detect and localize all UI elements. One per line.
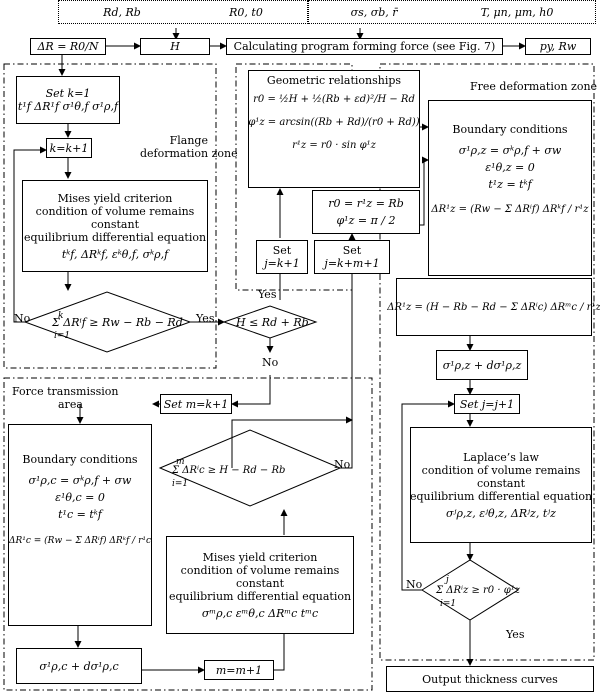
input-params-right: σs, σb, r̄ T, μn, μm, h0 [308,0,596,24]
force-no-label: No [334,458,351,471]
flange-yes-label: Yes [196,312,215,325]
force-cond-top: m [176,457,185,467]
m-increment-box: m=m+1 [204,660,274,680]
output-box: Output thickness curves [386,666,594,692]
flange-zone-label: Flange deformation zone [140,134,238,160]
flange-no-label: No [14,312,31,325]
calc-force-box: Calculating program forming force (see F… [226,38,503,55]
set-m-box: Set m=k+1 [160,394,232,414]
sigma-inc-z-box: σ¹ρ,z + dσ¹ρ,z [436,350,528,380]
free-zone-label: Free deformation zone [470,80,598,93]
h-no-label: No [262,356,279,369]
h-decision-shape [222,305,318,339]
flange-cond-bot: i=1 [54,331,71,341]
input-r0-t0: R0, t0 [229,5,263,19]
force-decision-shape [158,429,342,507]
flange-zone-frame [3,63,217,369]
force-mises-box: Mises yield criterion condition of volum… [166,536,354,634]
set-jkm-box: Set j=k+m+1 [314,240,390,274]
free-decision-shape [421,559,519,621]
input-params-left: Rd, Rb R0, t0 [58,0,308,24]
set-jj-box: Set j=j+1 [454,394,520,414]
set-j-box: Set j=k+1 [256,240,308,274]
h-box: H [140,38,210,55]
h-yes-label: Yes [258,288,277,301]
geometric-box: Geometric relationships r0 = ½H + ½(Rb +… [248,70,420,188]
force-cond-bot: i=1 [172,479,189,489]
free-cond: Σ ΔRⁱz ≥ r0 · φ¹z [436,585,520,596]
free-cond-top: j [446,575,449,585]
flange-mises-box: Mises yield criterion condition of volum… [22,180,208,272]
free-cond-bot: i=1 [440,599,457,609]
h-cond: H ≤ Rd + Rb [236,316,309,329]
set-k-box: Set k=1 t¹f ΔR¹f σ¹θ,f σ¹ρ,f [16,76,120,124]
delta-rz-box: ΔR¹z = (H − Rb − Rd − Σ ΔRⁱc) ΔRᵐc / r¹z [387,278,600,336]
k-increment-box: k=k+1 [46,138,92,158]
force-cond: Σ ΔRⁱc ≥ H − Rd − Rb [172,465,286,476]
free-yes-label: Yes [506,628,525,641]
geometric-zone-frame [235,63,353,291]
delta-r-box: ΔR = R0/N [30,38,106,55]
laplace-box: Laplace’s law condition of volume remain… [410,427,592,543]
force-zone-frame [3,377,373,691]
geometric-alt-box: r0 = r¹z = Rb φ¹z = π / 2 [312,190,420,234]
py-rw-box: py, Rw [525,38,591,55]
input-props: T, μn, μm, h0 [480,5,554,19]
flange-cond: Σ ΔRⁱf ≥ Rw − Rb − Rd [52,316,183,329]
force-zone-label: Force transmission area [12,385,119,411]
free-no-label: No [406,578,423,591]
input-sigma: σs, σb, r̄ [350,5,398,19]
input-rd-rb: Rd, Rb [103,5,141,19]
sigma-inc-c-box: σ¹ρ,c + dσ¹ρ,c [16,648,142,684]
flange-decision-shape [23,291,192,353]
free-boundary-box: Boundary conditions σ¹ρ,z = σᵏρ,f + σw ε… [428,100,592,276]
force-boundary-box: Boundary conditions σ¹ρ,c = σᵏρ,f + σw ε… [8,424,152,626]
flange-cond-top: k [58,311,64,321]
